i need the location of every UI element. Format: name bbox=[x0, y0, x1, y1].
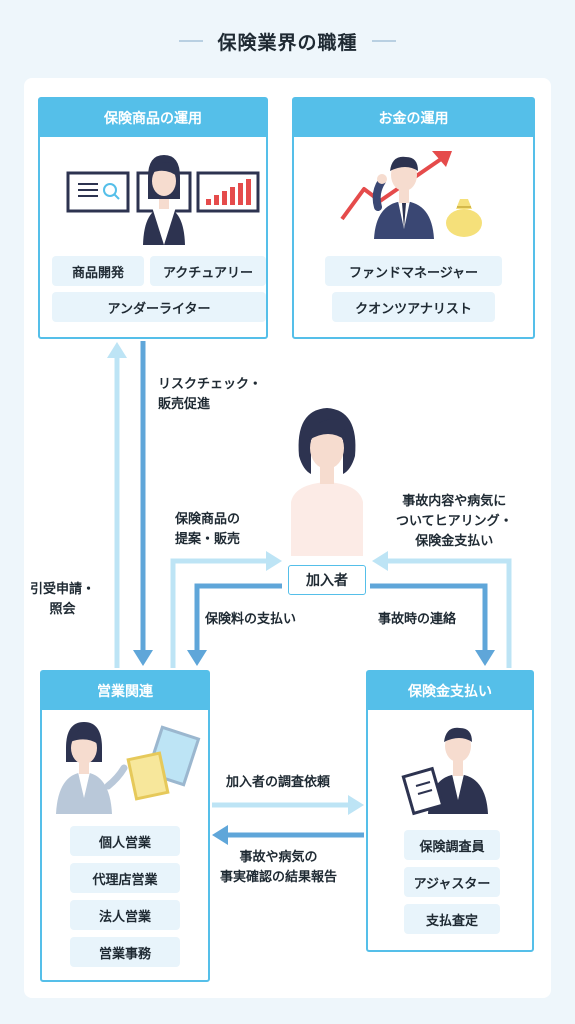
label-risk-check-line2: 販売促進 bbox=[158, 397, 211, 412]
tag-product-development: 商品開発 bbox=[52, 256, 144, 286]
label-risk-check-line1: リスクチェック・ bbox=[158, 377, 262, 392]
tag-insurance-investigator: 保険調査員 bbox=[404, 830, 500, 860]
title-decoration-left bbox=[179, 40, 204, 42]
member-label: 加入者 bbox=[288, 565, 366, 595]
label-proposal: 保険商品の 提案・販売 bbox=[175, 510, 240, 550]
arrow-accident-contact bbox=[370, 583, 495, 666]
label-hearing-line1: 事故内容や病気に bbox=[402, 494, 507, 509]
title-decoration-right bbox=[371, 40, 396, 42]
label-risk-check: リスクチェック・ 販売促進 bbox=[158, 375, 262, 415]
tag-adjuster: アジャスター bbox=[404, 867, 500, 897]
sales-illustration bbox=[56, 722, 201, 814]
tag-agency-sales: 代理店営業 bbox=[70, 863, 180, 893]
label-investigation-report-line2: 事実確認の結果報告 bbox=[220, 870, 338, 885]
label-premium: 保険料の支払い bbox=[205, 612, 297, 627]
arrow-investigation-report bbox=[212, 825, 364, 845]
arrow-investigation-request bbox=[212, 795, 364, 815]
label-underwriting-line2: 照会 bbox=[49, 602, 76, 617]
arrow-premium-payment bbox=[187, 583, 282, 666]
tag-fund-manager: ファンドマネージャー bbox=[325, 256, 502, 286]
label-underwriting-line1: 引受申請・ bbox=[30, 582, 96, 597]
document-chart-icon bbox=[66, 171, 130, 213]
box-claims-payment: 保険金支払い 保険調査員 アジャスター 支払査定 bbox=[366, 670, 534, 952]
document-cards-icon bbox=[126, 725, 201, 801]
arrow-underwriting-request bbox=[107, 342, 127, 668]
title-area: 保険業界の職種 bbox=[0, 24, 575, 58]
tag-actuary: アクチュアリー bbox=[150, 256, 266, 286]
label-investigation-report: 事故や病気の 事実確認の結果報告 bbox=[220, 848, 337, 888]
businessman-icon bbox=[372, 156, 434, 239]
box-sales-heading: 営業関連 bbox=[42, 672, 208, 710]
tag-quant-analyst: クオンツアナリスト bbox=[332, 292, 495, 322]
box-product-management: 保険商品の運用 bbox=[38, 97, 268, 339]
box-money-heading: お金の運用 bbox=[294, 99, 533, 137]
label-investigation-report-line1: 事故や病気の bbox=[239, 850, 318, 865]
arrow-risk-check bbox=[133, 341, 153, 666]
tag-individual-sales: 個人営業 bbox=[70, 826, 180, 856]
clipboard-icon bbox=[401, 766, 445, 816]
growth-chart-icon bbox=[196, 171, 260, 213]
label-investigation-request: 加入者の調査依頼 bbox=[226, 775, 331, 790]
label-proposal-line2: 提案・販売 bbox=[175, 532, 241, 547]
label-hearing-line3: 保険金支払い bbox=[415, 534, 494, 549]
arrow-hearing-payment bbox=[372, 551, 512, 668]
box-money-management: お金の運用 ファンドマネージャー クオンツアナリスト bbox=[292, 97, 535, 339]
label-proposal-line1: 保険商品の bbox=[175, 512, 241, 527]
tag-sales-office-work: 営業事務 bbox=[70, 937, 180, 967]
label-underwriting: 引受申請・ 照会 bbox=[30, 580, 95, 620]
box-sales: 営業関連 個人営業 代理店営業 法人営業 営業事務 bbox=[40, 670, 210, 982]
tag-underwriter: アンダーライター bbox=[52, 292, 266, 322]
money-bag-icon bbox=[446, 199, 482, 237]
woman-analyst-icon bbox=[143, 155, 185, 245]
tag-payment-assessment: 支払査定 bbox=[404, 904, 500, 934]
box-claims-heading: 保険金支払い bbox=[368, 672, 532, 710]
claims-illustration bbox=[401, 727, 488, 816]
actuary-illustration bbox=[66, 155, 260, 245]
member-person-icon bbox=[291, 408, 363, 556]
label-hearing: 事故内容や病気に ついてヒアリング・ 保険金支払い bbox=[396, 492, 513, 552]
saleswoman-icon bbox=[56, 722, 128, 814]
fund-manager-illustration bbox=[340, 151, 482, 239]
arrow-proposal-sales bbox=[170, 551, 282, 668]
label-accident-contact: 事故時の連絡 bbox=[378, 612, 457, 627]
box-product-heading: 保険商品の運用 bbox=[40, 99, 266, 137]
tag-corporate-sales: 法人営業 bbox=[70, 900, 180, 930]
page-title: 保険業界の職種 bbox=[217, 31, 358, 54]
label-hearing-line2: ついてヒアリング・ bbox=[396, 514, 513, 529]
